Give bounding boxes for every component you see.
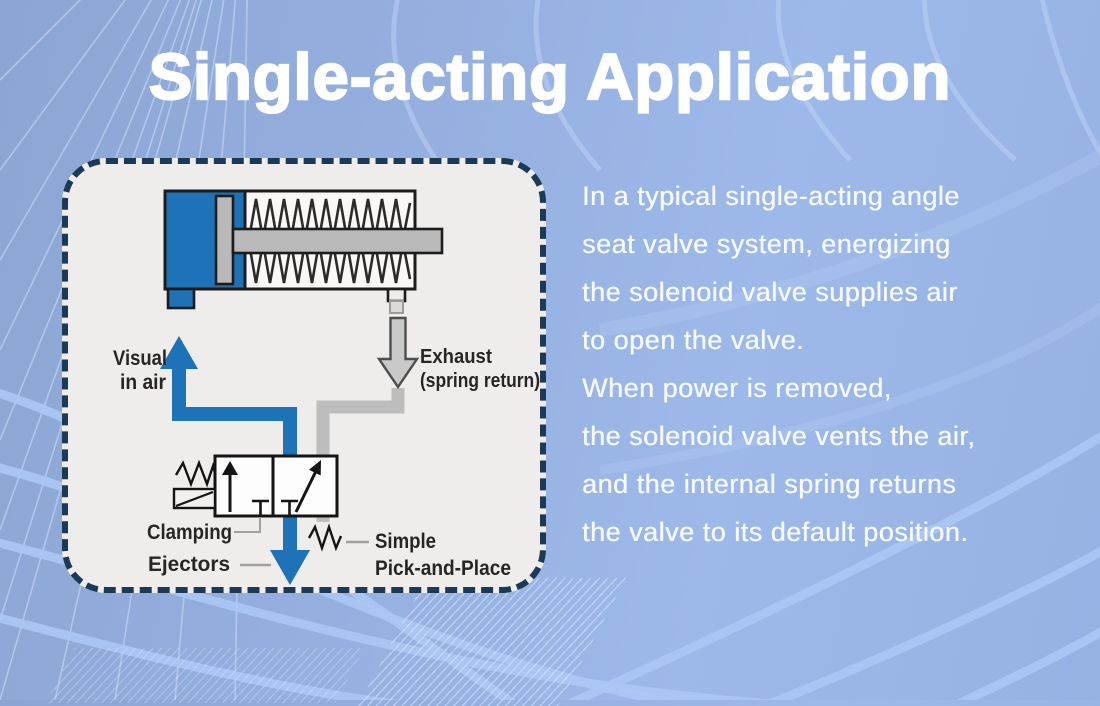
piston-rod [231, 227, 444, 255]
single-acting-diagram: Visual in air Exhaust (spring return) Cl… [113, 189, 540, 585]
description-line: the solenoid valve supplies air [582, 277, 958, 307]
visual-in-air-label-line2: in air [120, 371, 166, 394]
exhaust-label-line2: (spring return) [420, 370, 540, 392]
description-line: the solenoid valve vents the air, [582, 421, 976, 451]
exhaust-arrow-down-icon [376, 316, 420, 390]
cylinder-foot-right [386, 287, 407, 303]
exhaust-port-stub [389, 300, 404, 314]
supply-arrow-up-icon [160, 336, 198, 369]
valve-diagonal-arrowhead [309, 460, 321, 476]
valve-blocked-port-left [252, 499, 269, 516]
cylinder-actuator [163, 189, 444, 314]
description-line: to open the valve. [582, 325, 805, 355]
mid-bands-decoration [598, 148, 1100, 475]
description-line: and the internal spring returns [582, 469, 957, 499]
valve-box-right [271, 454, 339, 518]
simple-label-line2: Pick-and-Place [375, 557, 511, 580]
diagram-card: Visual in air Exhaust (spring return) Cl… [62, 158, 546, 593]
solenoid-valve-symbol [172, 454, 339, 518]
clamping-leader-line [234, 517, 261, 533]
cylinder-foot-left [166, 287, 196, 310]
description-line: In a typical single-acting angle [582, 181, 960, 211]
top-curves-decoration [391, 0, 1100, 187]
ejectors-label: Ejectors [148, 553, 230, 576]
description-line: the valve to its default position. [582, 517, 969, 547]
valve-diagonal-arrow [294, 468, 319, 513]
solenoid-coil-diagonal [175, 490, 214, 508]
pick-and-place-spring-icon [307, 523, 343, 552]
valve-blocked-port-right [281, 499, 298, 516]
description-text: In a typical single-acting angle seat va… [582, 172, 1082, 556]
simple-label-line1: Simple [375, 530, 436, 553]
description-line: When power is removed, [582, 373, 892, 403]
valve-box-left [213, 454, 275, 518]
visual-in-air-label-line1: Visual [113, 347, 167, 370]
description-line: seat valve system, energizing [582, 229, 951, 259]
valve-spring-icon [174, 459, 217, 488]
clamping-label: Clamping [147, 521, 232, 544]
ejector-arrow-down-icon [270, 550, 310, 585]
hatch-band-decoration [45, 648, 365, 703]
exhaust-label-line1: Exhaust [420, 346, 492, 368]
page-title: Single-acting Application [148, 40, 952, 113]
piston-plate [214, 194, 235, 286]
valve-flow-arrowhead [222, 461, 238, 475]
